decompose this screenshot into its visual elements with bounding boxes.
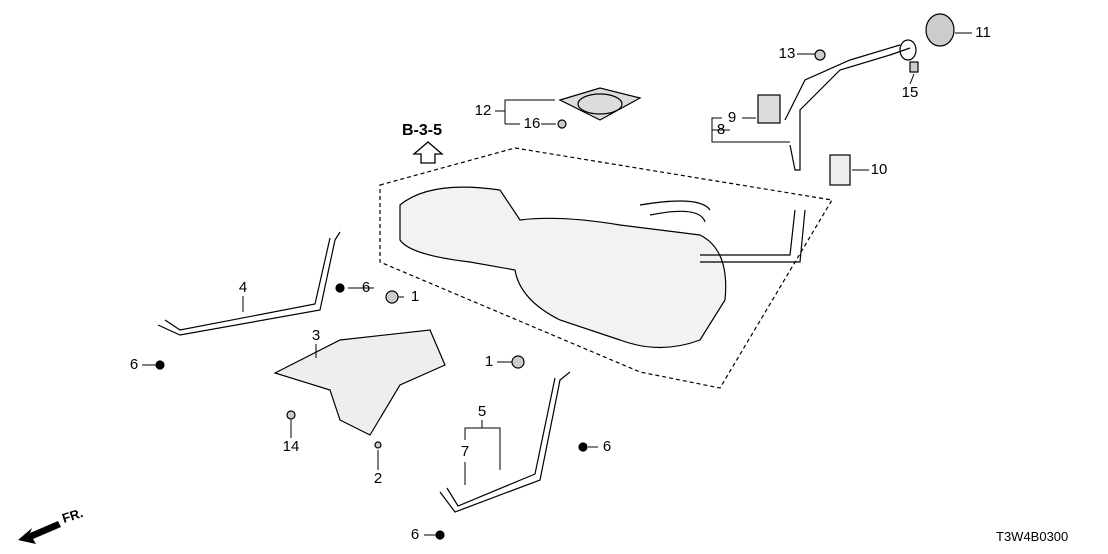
- callout-14[interactable]: 14: [282, 438, 300, 455]
- callout-1[interactable]: 1: [410, 288, 420, 305]
- front-arrow-icon: [18, 521, 61, 544]
- callout-6[interactable]: 6: [410, 526, 420, 543]
- bolt-6c: [578, 442, 588, 452]
- tank-strap-5: [439, 371, 571, 513]
- callout-9[interactable]: 9: [727, 109, 737, 126]
- bolt-6b: [155, 360, 165, 370]
- leader-lines: [142, 32, 972, 536]
- callout-11[interactable]: 11: [975, 24, 991, 41]
- reference-label[interactable]: B-3-5: [402, 122, 443, 139]
- bolt-6d: [435, 530, 445, 540]
- filler-neck: [899, 39, 917, 61]
- assembly-boundary: [379, 147, 833, 389]
- callout-1[interactable]: 1: [484, 353, 494, 370]
- callout-4[interactable]: 4: [238, 279, 248, 296]
- heat-shield: [273, 329, 446, 436]
- callout-2[interactable]: 2: [373, 470, 383, 487]
- up-arrow-icon: [412, 141, 444, 164]
- clip-15: [909, 61, 919, 73]
- clip-2: [374, 441, 382, 449]
- callout-3[interactable]: 3: [311, 327, 321, 344]
- diagram-code: T3W4B0300: [996, 529, 1069, 544]
- callout-10[interactable]: 10: [870, 161, 888, 178]
- callout-7[interactable]: 7: [460, 443, 470, 460]
- callout-6[interactable]: 6: [129, 356, 139, 373]
- grommet-1a: [385, 290, 399, 304]
- filler-pipe: [784, 44, 911, 171]
- callout-6[interactable]: 6: [602, 438, 612, 455]
- nut-14: [286, 410, 296, 420]
- callout-8[interactable]: 8: [716, 121, 726, 138]
- bolt-13: [814, 49, 826, 61]
- bolt-6a: [335, 283, 345, 293]
- tank-strap-4: [157, 231, 341, 336]
- callout-6[interactable]: 6: [361, 279, 371, 296]
- fuel-pump-cover: [558, 87, 642, 121]
- fuel-cap: [925, 13, 955, 47]
- callout-15[interactable]: 15: [901, 84, 919, 101]
- fuel-tank: [399, 186, 727, 349]
- callout-13[interactable]: 13: [778, 45, 796, 62]
- grommet-1b: [511, 355, 525, 369]
- screw-16: [557, 119, 567, 129]
- part-10: [829, 154, 851, 186]
- callout-12[interactable]: 12: [474, 102, 492, 119]
- part-9: [757, 94, 781, 124]
- fuel-pipe: [639, 200, 806, 263]
- callout-5[interactable]: 5: [477, 403, 487, 420]
- callout-16[interactable]: 16: [523, 115, 541, 132]
